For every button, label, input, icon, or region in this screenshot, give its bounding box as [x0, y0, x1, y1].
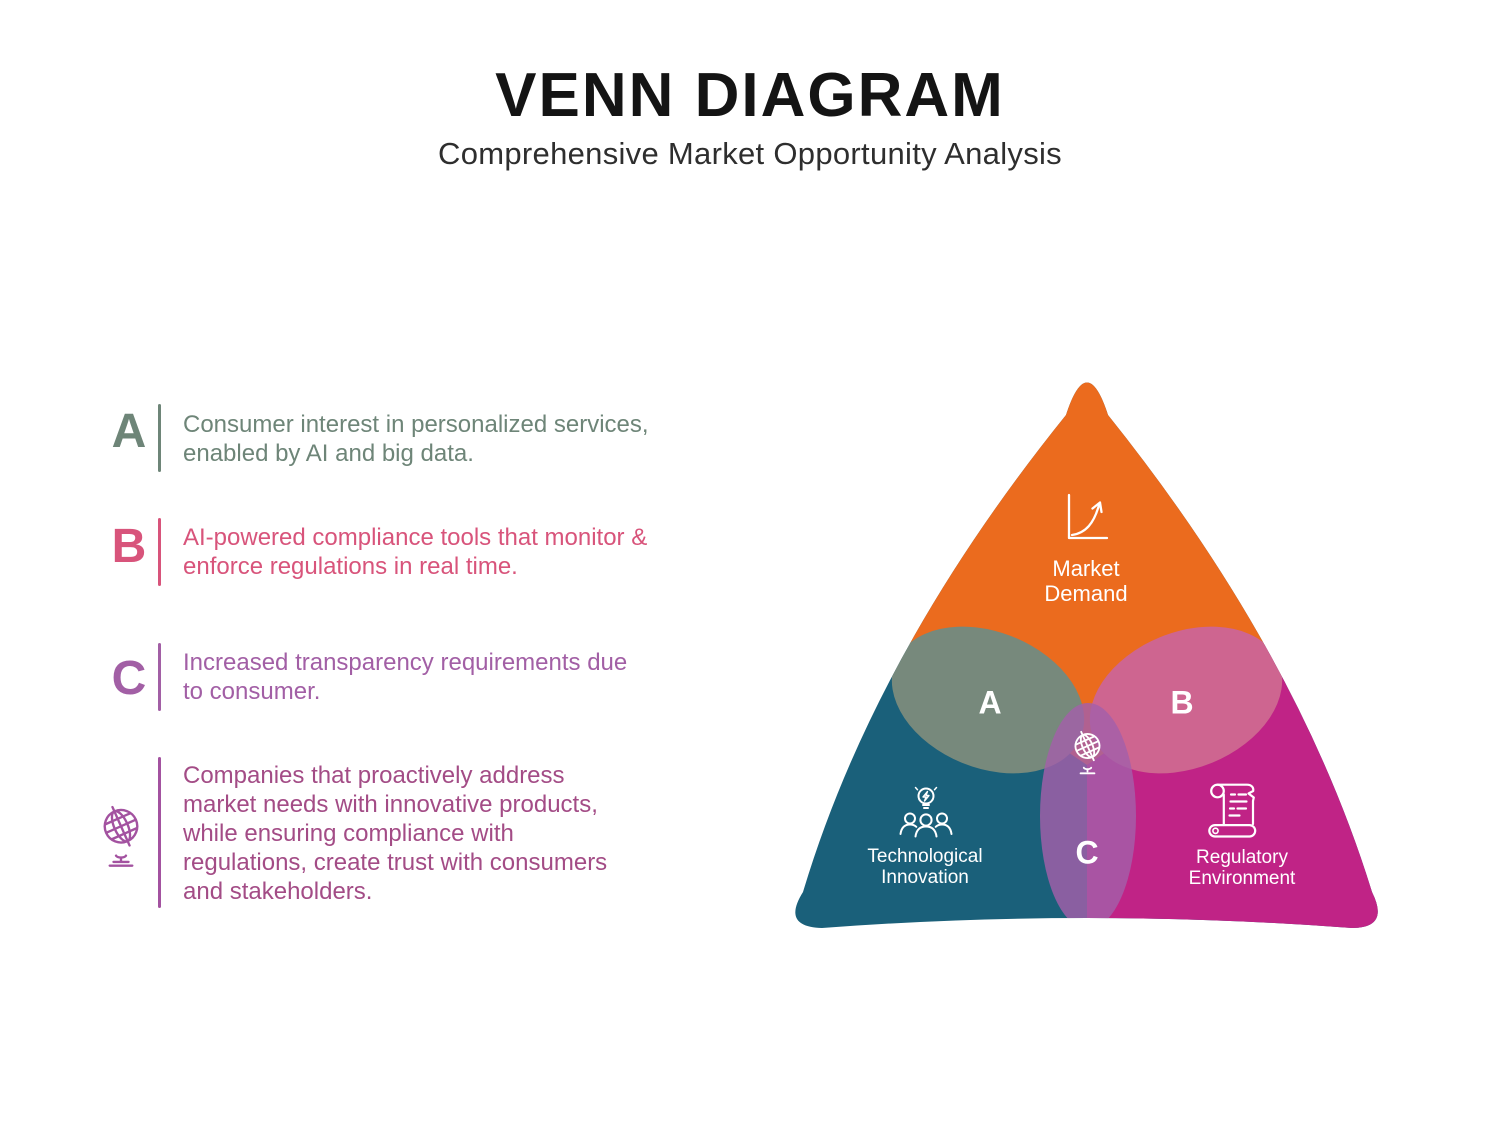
scroll-icon: [1203, 778, 1263, 844]
growth-chart-icon: [1058, 490, 1110, 546]
set-label-market-demand: Market Demand: [1044, 556, 1128, 606]
legend-letter-c: C: [111, 652, 147, 705]
legend-divider: [158, 643, 161, 711]
overlap-label-a: A: [978, 684, 1002, 721]
desk-globe-icon: [1069, 728, 1106, 777]
legend-text-globe: Companies that proactively address marke…: [183, 762, 608, 905]
overlap-label-b: B: [1170, 684, 1194, 721]
legend-divider: [158, 518, 161, 586]
legend-text-b: AI-powered compliance tools that monitor…: [183, 524, 648, 580]
page-subtitle: Comprehensive Market Opportunity Analysi…: [438, 136, 1062, 172]
legend-letter-b: B: [111, 520, 147, 573]
team-idea-icon: [896, 784, 956, 844]
legend-letter-a: A: [111, 405, 147, 458]
venn-shape: [795, 382, 1378, 928]
legend-divider: [158, 757, 161, 908]
legend-divider: [158, 404, 161, 472]
legend-text-c: Increased transparency requirements due …: [183, 649, 628, 705]
overlap-label-c: C: [1075, 834, 1099, 871]
page-title: VENN DIAGRAM: [495, 61, 1005, 130]
set-label-technological-innovation: Technological Innovation: [867, 846, 983, 888]
legend-text-a: Consumer interest in personalized servic…: [183, 411, 649, 467]
set-label-regulatory-environment: Regulatory Environment: [1188, 847, 1296, 889]
globe-icon: [96, 801, 146, 869]
header: VENN DIAGRAM Comprehensive Market Opport…: [0, 61, 1500, 172]
